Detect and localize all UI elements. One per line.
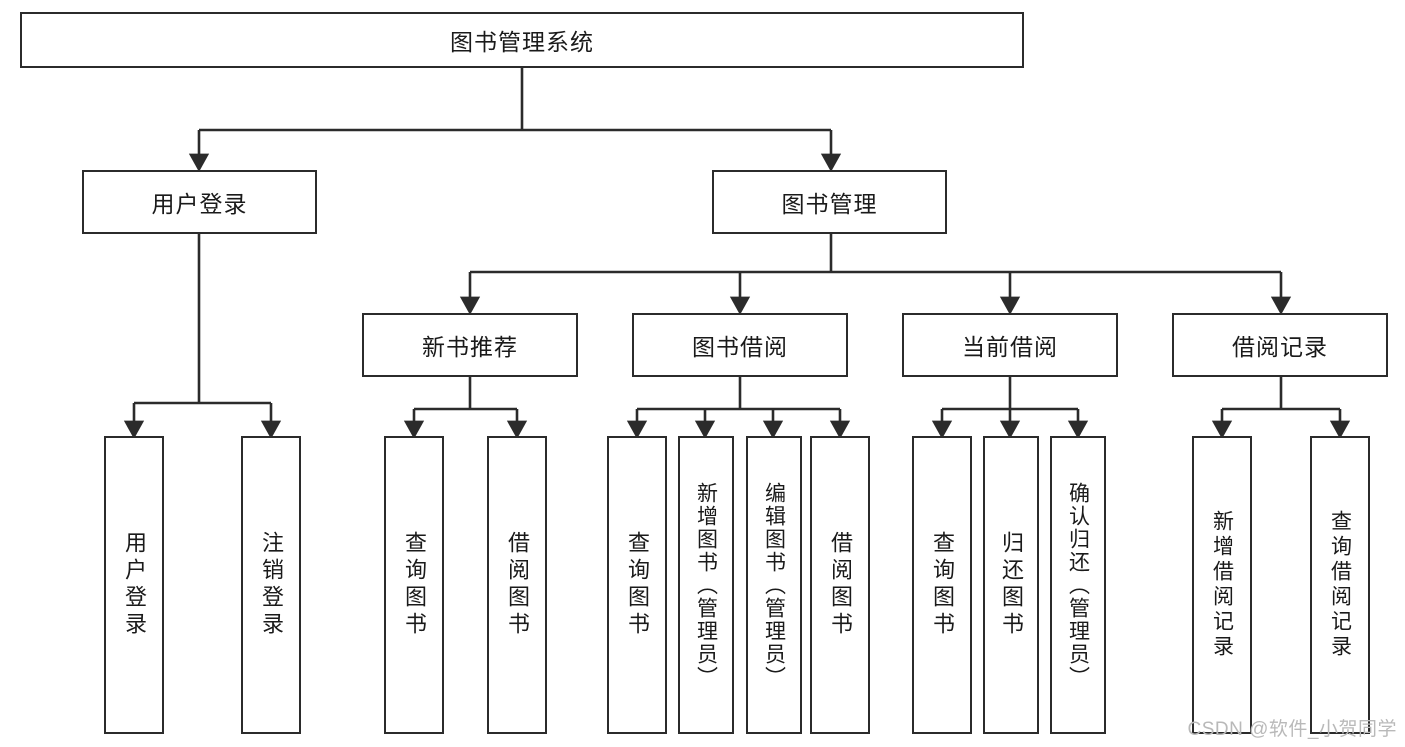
node-leaf-query-record-label: 查询借阅记录 bbox=[1328, 510, 1352, 660]
node-user-login[interactable]: 用户登录 bbox=[82, 170, 317, 234]
node-leaf-user-login[interactable]: 用户登录 bbox=[104, 436, 164, 734]
node-leaf-borrow-book-2-label: 借阅图书 bbox=[828, 531, 853, 639]
node-new-book-rec[interactable]: 新书推荐 bbox=[362, 313, 578, 377]
node-leaf-add-book[interactable]: 新增图书（管理员） bbox=[678, 436, 734, 734]
node-leaf-borrow-book-2[interactable]: 借阅图书 bbox=[810, 436, 870, 734]
watermark-text: CSDN @软件_小贺同学 bbox=[1187, 719, 1397, 740]
node-book-borrow[interactable]: 图书借阅 bbox=[632, 313, 848, 377]
node-user-login-label: 用户登录 bbox=[151, 191, 248, 217]
node-leaf-return-book-label: 归还图书 bbox=[999, 531, 1024, 639]
node-leaf-add-book-label: 新增图书（管理员） bbox=[694, 481, 718, 689]
node-leaf-query-book-2-label: 查询图书 bbox=[625, 531, 650, 639]
node-leaf-query-book-1-label: 查询图书 bbox=[402, 531, 427, 639]
node-leaf-query-book-1[interactable]: 查询图书 bbox=[384, 436, 444, 734]
node-book-borrow-label: 图书借阅 bbox=[692, 334, 788, 360]
node-leaf-borrow-book-1-label: 借阅图书 bbox=[505, 531, 530, 639]
node-book-manage-label: 图书管理 bbox=[781, 191, 878, 217]
node-root[interactable]: 图书管理系统 bbox=[20, 12, 1024, 68]
node-leaf-confirm-return-label: 确认归还（管理员） bbox=[1066, 481, 1090, 689]
node-leaf-return-book[interactable]: 归还图书 bbox=[983, 436, 1039, 734]
node-new-book-rec-label: 新书推荐 bbox=[422, 334, 518, 360]
node-current-borrow-label: 当前借阅 bbox=[962, 334, 1058, 360]
node-leaf-logout-label: 注销登录 bbox=[259, 531, 284, 639]
node-leaf-logout[interactable]: 注销登录 bbox=[241, 436, 301, 734]
node-borrow-record-label: 借阅记录 bbox=[1232, 334, 1328, 360]
node-leaf-query-record[interactable]: 查询借阅记录 bbox=[1310, 436, 1370, 734]
node-leaf-user-login-label: 用户登录 bbox=[122, 531, 147, 639]
node-leaf-add-record-label: 新增借阅记录 bbox=[1210, 510, 1234, 660]
node-leaf-confirm-return[interactable]: 确认归还（管理员） bbox=[1050, 436, 1106, 734]
node-leaf-query-book-2[interactable]: 查询图书 bbox=[607, 436, 667, 734]
node-current-borrow[interactable]: 当前借阅 bbox=[902, 313, 1118, 377]
node-root-label: 图书管理系统 bbox=[450, 29, 594, 55]
node-leaf-borrow-book-1[interactable]: 借阅图书 bbox=[487, 436, 547, 734]
node-leaf-query-book-3[interactable]: 查询图书 bbox=[912, 436, 972, 734]
node-leaf-edit-book-label: 编辑图书（管理员） bbox=[762, 481, 786, 689]
node-leaf-add-record[interactable]: 新增借阅记录 bbox=[1192, 436, 1252, 734]
node-leaf-query-book-3-label: 查询图书 bbox=[930, 531, 955, 639]
node-book-manage[interactable]: 图书管理 bbox=[712, 170, 947, 234]
node-borrow-record[interactable]: 借阅记录 bbox=[1172, 313, 1388, 377]
node-leaf-edit-book[interactable]: 编辑图书（管理员） bbox=[746, 436, 802, 734]
